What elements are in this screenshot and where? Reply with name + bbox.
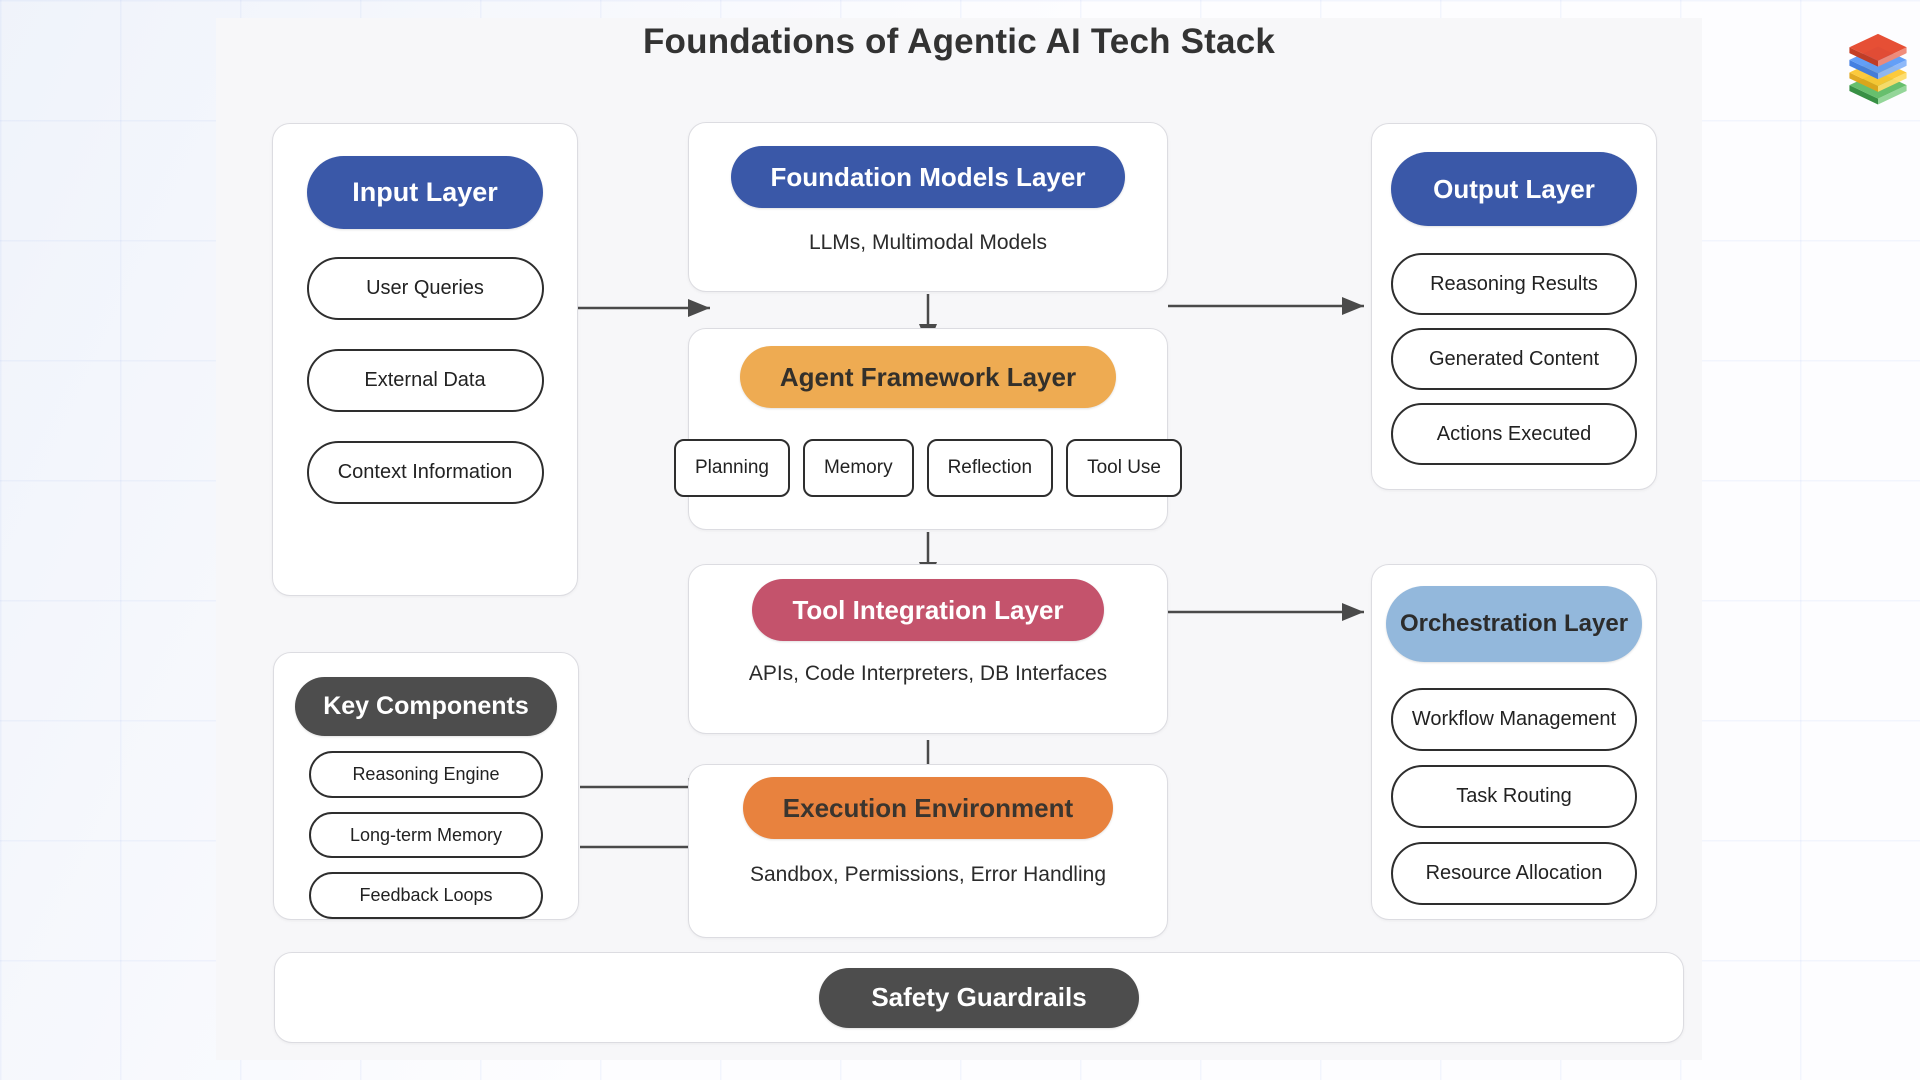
- key-item-reasoning-engine: Reasoning Engine: [309, 751, 543, 798]
- output-item-actions-executed: Actions Executed: [1391, 403, 1637, 465]
- orchestration-item-task-routing: Task Routing: [1391, 765, 1637, 828]
- orchestration-layer-pill: Orchestration Layer: [1385, 586, 1643, 662]
- orchestration-layer-panel: Orchestration Layer Workflow Management …: [1371, 564, 1657, 920]
- agent-chip-planning: Planning: [674, 439, 790, 497]
- agent-capability-row: Planning Memory Reflection Tool Use: [674, 439, 1182, 497]
- execution-environment-box: Execution Environment Sandbox, Permissio…: [688, 764, 1168, 938]
- tool-integration-pill: Tool Integration Layer: [752, 579, 1104, 641]
- agent-chip-tool-use: Tool Use: [1066, 439, 1182, 497]
- agent-framework-pill: Agent Framework Layer: [739, 346, 1117, 408]
- foundation-models-box: Foundation Models Layer LLMs, Multimodal…: [688, 122, 1168, 292]
- foundation-models-subtitle: LLMs, Multimodal Models: [808, 231, 1048, 254]
- input-item-external-data: External Data: [306, 349, 544, 412]
- input-item-user-queries: User Queries: [306, 257, 544, 320]
- key-item-long-term-memory: Long-term Memory: [309, 811, 543, 859]
- stacked-layers-icon: [1840, 33, 1916, 107]
- key-item-feedback-loops: Feedback Loops: [309, 872, 543, 919]
- output-layer-panel: Output Layer Reasoning Results Generated…: [1371, 123, 1657, 490]
- key-components-panel: Key Components Reasoning Engine Long-ter…: [273, 652, 579, 920]
- diagram-title: Foundations of Agentic AI Tech Stack: [642, 22, 1276, 61]
- input-layer-pill: Input Layer: [307, 156, 543, 229]
- tool-integration-box: Tool Integration Layer APIs, Code Interp…: [688, 564, 1168, 734]
- safety-guardrails-pill: Safety Guardrails: [819, 967, 1139, 1028]
- orchestration-item-workflow-management: Workflow Management: [1391, 688, 1637, 751]
- output-item-generated-content: Generated Content: [1391, 328, 1637, 390]
- agent-framework-box: Agent Framework Layer Planning Memory Re…: [674, 328, 1182, 530]
- input-item-context-information: Context Information: [306, 441, 544, 504]
- safety-guardrails-bar: Safety Guardrails: [274, 952, 1684, 1043]
- orchestration-item-resource-allocation: Resource Allocation: [1391, 842, 1637, 905]
- key-components-pill: Key Components: [295, 677, 557, 737]
- foundation-models-pill: Foundation Models Layer: [730, 146, 1126, 208]
- output-item-reasoning-results: Reasoning Results: [1391, 253, 1637, 315]
- input-layer-panel: Input Layer User Queries External Data C…: [272, 123, 578, 596]
- agent-chip-reflection: Reflection: [926, 439, 1054, 497]
- stacked-layers-svg: [1849, 33, 1907, 105]
- execution-environment-subtitle: Sandbox, Permissions, Error Handling: [750, 863, 1106, 886]
- execution-environment-pill: Execution Environment: [742, 777, 1114, 839]
- tool-integration-subtitle: APIs, Code Interpreters, DB Interfaces: [748, 662, 1108, 685]
- output-layer-pill: Output Layer: [1391, 152, 1637, 226]
- agent-chip-memory: Memory: [802, 439, 914, 497]
